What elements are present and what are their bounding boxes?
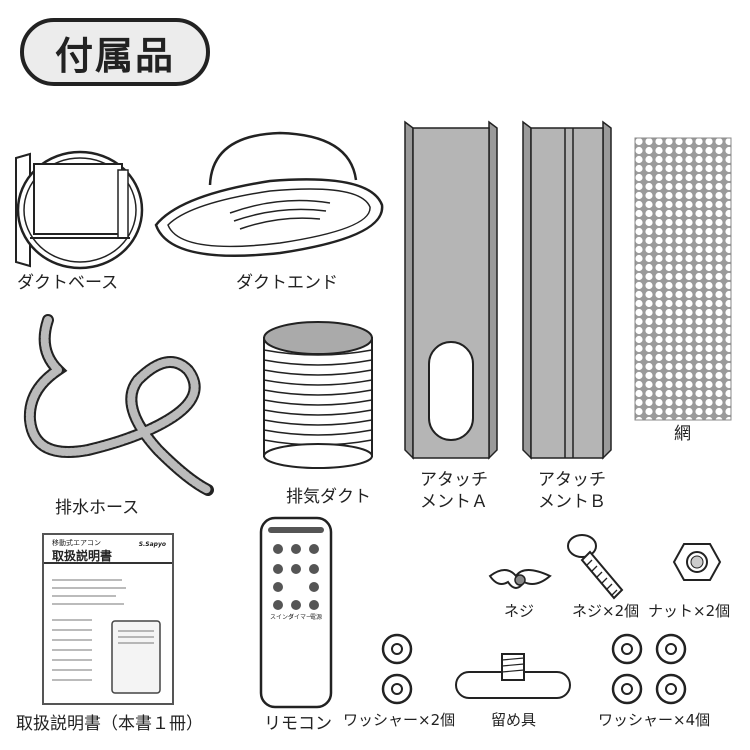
manual-illustration: 移動式エアコン 取扱説明書 S.Sapyo [42,533,174,705]
attachment-a-illustration [404,120,498,460]
exhaust-duct-illustration [263,321,373,469]
remote-label: リモコン [264,714,332,734]
manual-text-line [52,629,92,631]
drain-hose-label: 排水ホース [55,498,140,518]
net-illustration [634,137,732,421]
duct-end-label: ダクトエンド [236,273,338,293]
manual-title-text: 取扱説明書 [52,549,113,563]
washer-illustration [655,633,687,665]
remote-button-label: スイング [270,614,295,621]
manual-text-line [52,619,92,621]
remote-button-label: 電源 [310,614,323,621]
manual-label: 取扱説明書（本書１冊） [16,714,203,734]
washer-illustration [611,633,643,665]
manual-text-line [52,579,122,581]
washer-illustration [381,673,413,705]
screw-x2-label: ネジ×2個 [572,602,640,620]
exhaust-duct-label: 排気ダクト [286,487,371,507]
clip-illustration [455,653,571,699]
manual-header-text: 移動式エアコン [52,539,101,547]
bolt-illustration [567,534,624,600]
screw-label: ネジ [504,602,535,620]
wing-screw-illustration [488,569,552,589]
washer-illustration [381,633,413,665]
washer-x2-label: ワッシャー×2個 [343,711,456,729]
section-title: 付属品 [20,18,210,86]
duct-base-illustration [15,150,144,270]
remote-illustration [259,516,333,709]
manual-logo: S.Sapyo [138,541,166,548]
attachment-b-label-line2: メントＢ [538,492,606,512]
washer-illustration [655,673,687,705]
manual-text-line [52,603,124,605]
net-label: 網 [674,424,691,444]
nut-illustration [672,543,722,581]
manual-divider [44,562,172,564]
attachment-b-label-line1: アタッチ [538,470,606,490]
drain-hose-illustration [23,314,214,496]
manual-text-line [52,669,92,671]
manual-text-line [52,595,116,597]
nut-x2-label: ナット×2個 [648,602,731,620]
clip-label: 留め具 [491,711,537,729]
remote-button-label: タイマー [288,614,313,621]
manual-text-line [52,659,92,661]
manual-text-line [52,649,92,651]
duct-end-illustration [154,131,384,258]
manual-text-line [52,587,126,589]
manual-text-line [52,679,92,681]
manual-text-line [52,639,92,641]
washer-x4-label: ワッシャー×4個 [598,711,711,729]
attachment-a-label-line2: メントＡ [420,492,488,512]
aircon-unit-icon [111,620,161,694]
duct-base-label: ダクトベース [17,273,119,293]
washer-illustration [611,673,643,705]
attachment-b-illustration [522,120,612,460]
attachment-a-label-line1: アタッチ [420,470,488,490]
